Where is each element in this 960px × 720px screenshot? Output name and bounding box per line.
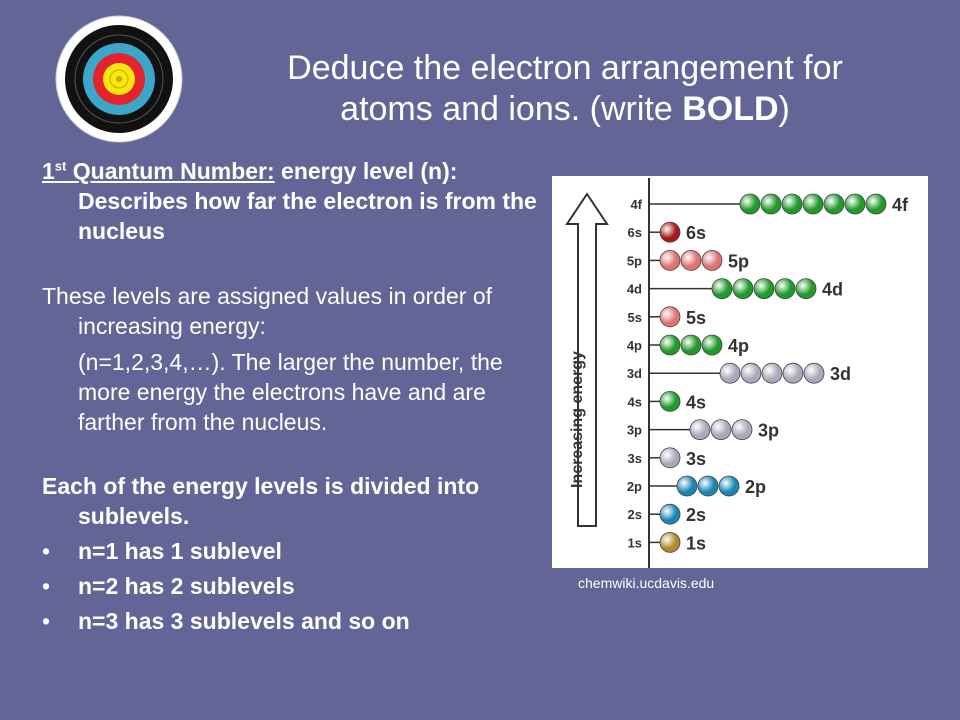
orbital-ball — [753, 278, 775, 299]
slide-title: Deduce the electron arrangement for atom… — [200, 48, 930, 130]
increasing-energy-arrow — [565, 192, 609, 527]
level-label: 4s — [628, 394, 642, 409]
orbital-ball — [719, 362, 741, 384]
quantum-label: 1st Quantum Number: — [42, 158, 275, 184]
sublevel-tag: 5p — [728, 251, 749, 271]
orbital-ball — [774, 278, 796, 299]
quantum-sup: st — [54, 158, 67, 174]
level-label: 2p — [627, 479, 642, 494]
quantum-number-paragraph: 1st Quantum Number: energy level (n): De… — [42, 156, 542, 246]
bullet-icon: • — [42, 538, 51, 564]
list-item: • n=3 has 3 sublevels and so on — [42, 606, 542, 636]
orbital-ball — [761, 362, 783, 384]
bullet-icon: • — [42, 573, 51, 599]
orbital-ball — [659, 531, 681, 553]
energy-level-svg: Increasing energy 4f 4f 6s 6s 5p 5p 4d 4d 5s 5s 4p… — [565, 178, 909, 568]
orbital-ball — [823, 193, 845, 215]
title-line-2-suffix: ) — [778, 90, 790, 128]
level-label: 2s — [628, 507, 642, 522]
list-item-text: n=2 has 2 sublevels — [78, 573, 295, 599]
slide-body: 1st Quantum Number: energy level (n): De… — [42, 156, 542, 636]
sublevel-tag: 3d — [830, 364, 851, 384]
level-label: 1s — [628, 535, 642, 550]
orbital-ball — [659, 447, 681, 469]
orbital-ball — [782, 362, 804, 384]
level-label: 4f — [630, 197, 642, 212]
orbital-ball — [659, 503, 681, 525]
energy-level-diagram: Increasing energy 4f 4f 6s 6s 5p 5p 4d 4d 5s 5s 4p… — [552, 176, 928, 568]
sublevel-tag: 4s — [686, 392, 706, 412]
sublevel-tag: 2p — [745, 477, 766, 497]
orbital-ball — [760, 193, 782, 215]
orbital-ball — [802, 193, 824, 215]
sublevel-tag: 6s — [686, 223, 706, 243]
archery-target-icon — [55, 15, 183, 143]
quantum-label-text: Quantum Number: — [66, 158, 275, 184]
orbital-ball — [701, 250, 723, 271]
level-label: 5p — [627, 253, 642, 268]
orbital-ball — [795, 278, 817, 299]
level-label: 3d — [627, 366, 642, 381]
title-line-2-prefix: atoms and ions. (write — [340, 90, 683, 128]
orbital-ball — [659, 306, 681, 328]
level-label: 3p — [627, 423, 642, 438]
sublevel-list: • n=1 has 1 sublevel • n=2 has 2 sublevels… — [42, 536, 542, 636]
orbital-ball — [732, 278, 754, 299]
level-label: 6s — [628, 225, 642, 240]
axis-label: Increasing energy — [569, 351, 586, 488]
level-label: 3s — [628, 451, 642, 466]
orbital-ball — [844, 193, 866, 215]
orbital-ball — [739, 193, 761, 215]
title-line-1: Deduce the electron arrangement for — [287, 49, 843, 87]
sublevel-tag: 3s — [686, 449, 706, 469]
orbital-ball — [711, 278, 733, 299]
orbital-ball — [689, 419, 711, 441]
orbital-ball — [710, 419, 732, 441]
levels-detail: (n=1,2,3,4,…). The larger the number, th… — [78, 349, 503, 435]
orbital-ball — [659, 390, 681, 412]
sublevel-tag: 4p — [728, 336, 749, 356]
orbital-ball — [680, 334, 702, 356]
orbital-ball — [731, 419, 753, 441]
level-label: 4d — [627, 282, 642, 297]
levels-intro: These levels are assigned values in orde… — [42, 283, 493, 339]
orbital-ball — [659, 221, 681, 243]
sublevel-tag: 4f — [892, 195, 909, 215]
sublevel-tag: 2s — [686, 505, 706, 525]
quantum-num: 1 — [42, 158, 55, 184]
sublevel-tag: 4d — [822, 280, 843, 300]
sublevel-tag: 5s — [686, 308, 706, 328]
sublevel-tag: 3p — [758, 421, 779, 441]
list-item-text: n=3 has 3 sublevels and so on — [78, 608, 410, 634]
bullet-icon: • — [42, 608, 51, 634]
orbital-ball — [659, 334, 681, 356]
title-bold-word: BOLD — [682, 90, 779, 128]
list-item: • n=2 has 2 sublevels — [42, 571, 542, 601]
list-item: • n=1 has 1 sublevel — [42, 536, 542, 566]
orbital-ball — [718, 475, 740, 497]
orbital-ball — [781, 193, 803, 215]
sublevels-intro: Each of the energy levels is divided int… — [42, 473, 480, 529]
level-label: 5s — [628, 310, 642, 325]
level-label: 4p — [627, 338, 642, 353]
sublevel-tag: 1s — [686, 533, 706, 553]
image-credit: chemwiki.ucdavis.edu — [578, 575, 715, 591]
list-item-text: n=1 has 1 sublevel — [78, 538, 282, 564]
orbital-ball — [676, 475, 698, 497]
orbital-ball — [865, 193, 887, 215]
title-line-2: atoms and ions. (write BOLD) — [200, 89, 930, 130]
quantum-desc: energy level (n): Describes how far the … — [78, 158, 537, 244]
orbital-ball — [680, 250, 702, 271]
orbital-ball — [701, 334, 723, 356]
orbital-ball — [697, 475, 719, 497]
orbital-ball — [803, 362, 825, 384]
orbital-ball — [740, 362, 762, 384]
orbital-ball — [659, 250, 681, 271]
